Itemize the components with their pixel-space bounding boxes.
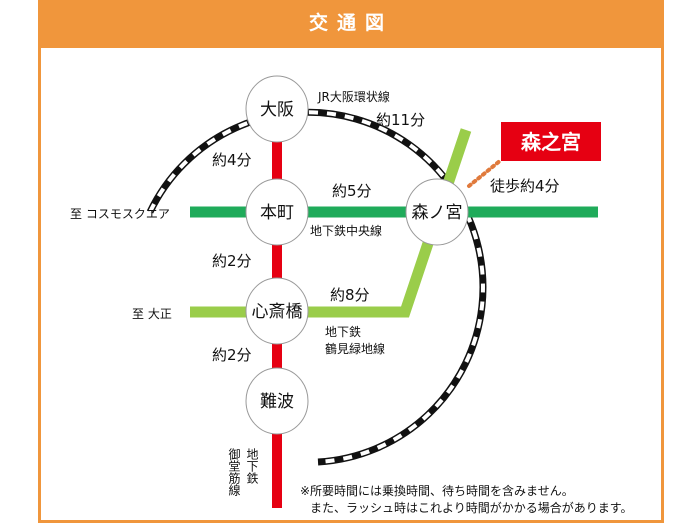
svg-text:大阪: 大阪	[260, 100, 294, 120]
station-morinomiya[interactable]: 森ノ宮	[405, 178, 469, 246]
direction-taisho: 至 大正	[132, 307, 172, 321]
nagahori-label-1: 地下鉄	[325, 324, 361, 339]
time-shinsaibashi-morinomiya: 約8分	[330, 286, 370, 304]
station-shinsaibashi[interactable]: 心斎橋	[245, 277, 309, 345]
svg-text:心斎橋: 心斎橋	[252, 302, 303, 322]
svg-text:森ノ宮: 森ノ宮	[412, 203, 463, 223]
walk-route	[467, 158, 503, 188]
direction-cosmo-square: 至 コスモスクエア	[70, 207, 170, 221]
station-namba[interactable]: 難波	[245, 367, 309, 435]
destination-badge: 森之宮	[501, 122, 601, 161]
map-frame	[38, 0, 664, 523]
svg-text:難波: 難波	[260, 392, 294, 412]
midosuji-label: 地下鉄 御堂筋線	[227, 447, 259, 496]
station-honmachi[interactable]: 本町	[245, 178, 309, 246]
jr-loop-line	[146, 108, 487, 466]
time-honmachi-shinsaibashi: 約2分	[212, 252, 252, 270]
svg-text:御堂筋線: 御堂筋線	[227, 447, 241, 496]
jr-loop-label: JR大阪環状線	[317, 89, 390, 104]
chuo-label: 地下鉄中央線	[310, 223, 382, 238]
time-osaka-honmachi: 約4分	[212, 151, 252, 169]
time-shinsaibashi-namba: 約2分	[212, 346, 252, 364]
svg-text:本町: 本町	[260, 203, 294, 223]
time-honmachi-morinomiya: 約5分	[332, 182, 372, 200]
time-walk: 徒歩約4分	[490, 177, 560, 195]
nagahori-label-2: 鶴見緑地線	[325, 341, 385, 356]
page-title: 交通図	[38, 0, 664, 48]
svg-text:地下鉄: 地下鉄	[245, 448, 259, 484]
station-osaka[interactable]: 大阪	[245, 75, 309, 143]
note-line-1: ※所要時間には乗換時間、待ち時間を含みません。	[300, 483, 574, 498]
time-osaka-morinomiya: 約11分	[376, 111, 425, 129]
note-line-2: また、ラッシュ時はこれより時間がかかる場合があります。	[310, 500, 633, 515]
svg-text:森之宮: 森之宮	[521, 130, 581, 154]
